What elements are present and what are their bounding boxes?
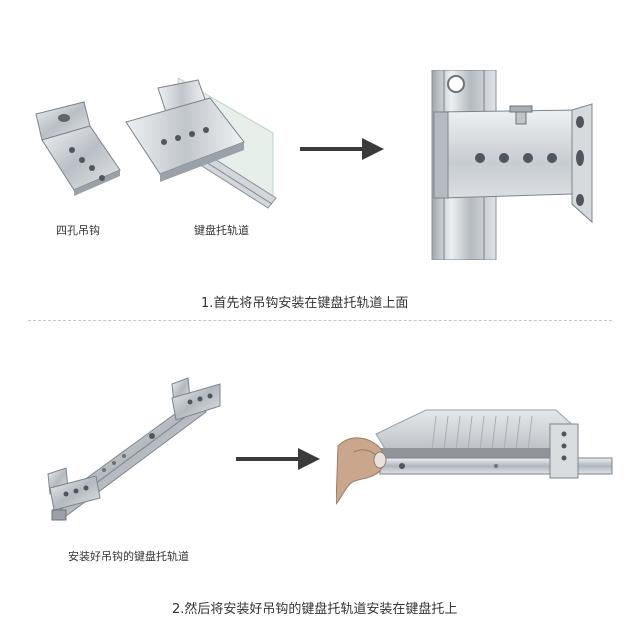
label-assembled-rail: 安装好吊钩的键盘托轨道 xyxy=(68,550,189,563)
keyboard-rail-image xyxy=(118,78,278,213)
section-divider xyxy=(28,320,612,321)
keyboard-tray-image xyxy=(336,404,614,510)
right-arrow-icon xyxy=(298,136,386,162)
step-1-caption: 1.首先将吊钩安装在键盘托轨道上面 xyxy=(201,296,409,311)
hook-on-rail-closeup-image xyxy=(422,70,602,260)
step-2-caption: 2.然后将安装好吊钩的键盘托轨道安装在键盘托上 xyxy=(172,602,458,617)
right-arrow-icon xyxy=(234,446,322,472)
label-four-hole-hook: 四孔吊钩 xyxy=(56,224,100,237)
assembled-rail-image xyxy=(44,376,222,528)
four-hole-hook-image xyxy=(28,92,128,202)
label-keyboard-rail: 键盘托轨道 xyxy=(194,224,249,237)
